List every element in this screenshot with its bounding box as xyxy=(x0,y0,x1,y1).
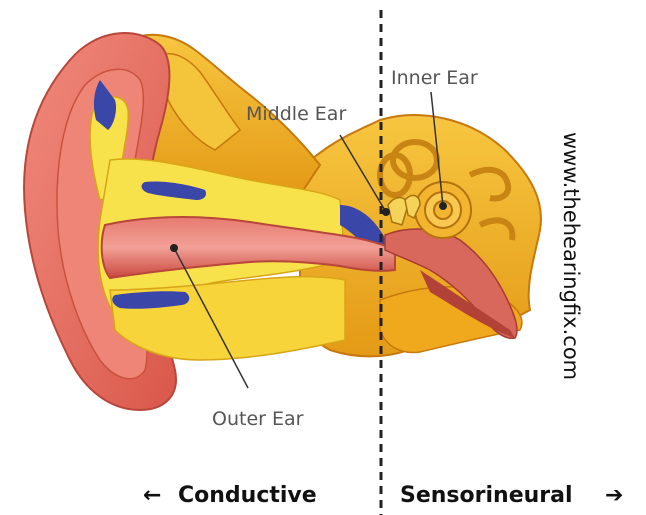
inner-ear-dot xyxy=(439,202,447,210)
middle-ear-label: Middle Ear xyxy=(246,103,346,125)
sensorineural-arrow-icon: ➔ xyxy=(605,483,623,508)
conductive-arrow-icon: ← xyxy=(143,483,161,508)
outer-ear-dot xyxy=(170,244,178,252)
conductive-label: Conductive xyxy=(178,483,317,508)
sensorineural-label: Sensorineural xyxy=(400,483,573,508)
outer-ear-label: Outer Ear xyxy=(212,408,304,430)
middle-ear-dot xyxy=(382,208,390,216)
website-text: www.thehearingfix.com xyxy=(559,132,583,380)
inner-ear-label: Inner Ear xyxy=(391,67,478,89)
